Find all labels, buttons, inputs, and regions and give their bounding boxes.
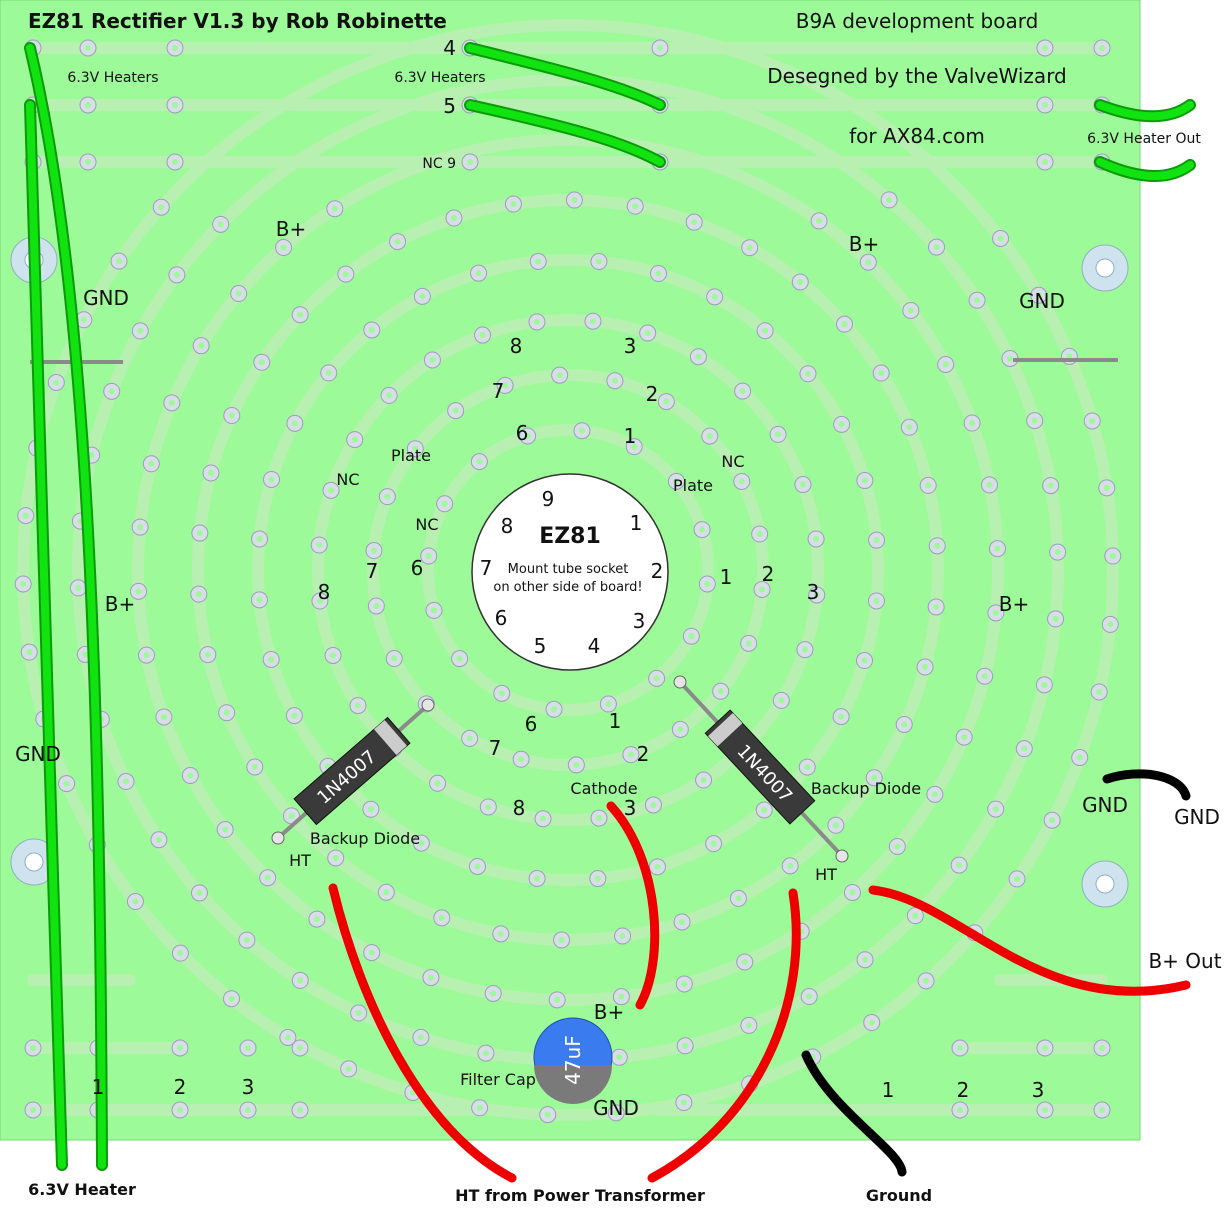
cathode-label: Cathode bbox=[570, 779, 637, 798]
row-pin-5: 5 bbox=[443, 94, 456, 118]
pin-b3: 3 bbox=[624, 796, 637, 820]
cap-value: 47uF bbox=[561, 1035, 585, 1085]
bplus-left: B+ bbox=[105, 592, 135, 616]
ht-wire-left bbox=[328, 883, 517, 1183]
pin-b8: 8 bbox=[513, 796, 526, 820]
pin-l7: 7 bbox=[492, 379, 505, 403]
header-line-2: Desegned by the ValveWizard bbox=[767, 64, 1067, 88]
ground-wire bbox=[801, 1050, 907, 1177]
tube-pin-3: 3 bbox=[633, 609, 646, 633]
heater-out-label: 6.3V Heater Out bbox=[1087, 131, 1201, 147]
nc-left-1: NC bbox=[336, 470, 359, 489]
solder-pads bbox=[14, 39, 1122, 1124]
nc-right: NC bbox=[721, 452, 744, 471]
header-line-3: for AX84.com bbox=[849, 124, 985, 148]
caption-ht: HT from Power Transformer bbox=[455, 1186, 705, 1205]
tube-pin-2: 2 bbox=[651, 559, 664, 583]
pin-b1: 1 bbox=[609, 709, 622, 733]
tube-note-1: Mount tube socket bbox=[508, 562, 629, 577]
gnd-cap: GND bbox=[593, 1096, 639, 1120]
wires bbox=[24, 42, 1196, 1183]
tube-name: EZ81 bbox=[539, 524, 601, 549]
pin-mr1: 1 bbox=[720, 565, 733, 589]
ht-left: HT bbox=[289, 851, 311, 870]
ht-wire-right bbox=[647, 888, 801, 1183]
pin-b2: 2 bbox=[637, 742, 650, 766]
pin-bl2: 2 bbox=[174, 1075, 187, 1099]
pin-br1: 1 bbox=[882, 1078, 895, 1102]
pin-bl3: 3 bbox=[242, 1075, 255, 1099]
pin-l6: 6 bbox=[516, 421, 529, 445]
tube-note-2: on other side of board! bbox=[493, 580, 642, 595]
pin-ml7: 7 bbox=[366, 559, 379, 583]
pin-mr2: 2 bbox=[762, 562, 775, 586]
backup-diode-left: Backup Diode bbox=[310, 829, 420, 848]
gnd-right: GND bbox=[1019, 289, 1065, 313]
bplus-out-label: B+ Out bbox=[1148, 949, 1221, 973]
pin-r1: 1 bbox=[624, 424, 637, 448]
tube-pin-9: 9 bbox=[542, 487, 555, 511]
heaters-mid-label: 6.3V Heaters bbox=[394, 70, 485, 86]
row-pin-4: 4 bbox=[443, 36, 456, 60]
bplus-top-right: B+ bbox=[849, 232, 879, 256]
bplus-top-left: B+ bbox=[276, 217, 306, 241]
filter-cap-label: Filter Cap bbox=[460, 1070, 536, 1089]
gnd-left: GND bbox=[83, 286, 129, 310]
pin-br3: 3 bbox=[1032, 1078, 1045, 1102]
bplus-out-wire bbox=[868, 885, 1191, 996]
tube-pin-7: 7 bbox=[480, 556, 493, 580]
caption-ground: Ground bbox=[866, 1186, 932, 1205]
tube-pin-4: 4 bbox=[588, 634, 601, 658]
plate-right: Plate bbox=[673, 476, 713, 495]
tube-pin-6: 6 bbox=[495, 606, 508, 630]
row-nc-9: NC 9 bbox=[422, 156, 456, 172]
cathode-wire bbox=[606, 801, 660, 1010]
pin-br2: 2 bbox=[957, 1078, 970, 1102]
gnd-bottom-right: GND bbox=[1082, 793, 1128, 817]
pin-l8: 8 bbox=[510, 334, 523, 358]
pin-ml6: 6 bbox=[411, 556, 424, 580]
pin-b7: 7 bbox=[489, 736, 502, 760]
board-title: EZ81 Rectifier V1.3 by Rob Robinette bbox=[28, 9, 447, 33]
nc-left-2: NC bbox=[415, 515, 438, 534]
pin-b6: 6 bbox=[525, 712, 538, 736]
backup-diode-right: Backup Diode bbox=[811, 779, 921, 798]
filter-capacitor: 47uF bbox=[533, 1017, 613, 1104]
caption-heater: 6.3V Heater bbox=[28, 1180, 136, 1199]
tube-pin-5: 5 bbox=[534, 634, 547, 658]
pin-r3: 3 bbox=[624, 334, 637, 358]
pin-bl1: 1 bbox=[92, 1075, 105, 1099]
pin-r2: 2 bbox=[646, 382, 659, 406]
gnd-bottom-left: GND bbox=[15, 742, 61, 766]
heaters-left-label: 6.3V Heaters bbox=[67, 70, 158, 86]
bplus-cap: B+ bbox=[594, 1000, 624, 1024]
bplus-right: B+ bbox=[999, 592, 1029, 616]
annotations: B+ B+ B+ B+ B+ GND GND GND GND GND GND P… bbox=[15, 217, 1222, 1120]
tube-pin-8: 8 bbox=[501, 514, 514, 538]
gnd-out-wire bbox=[1102, 769, 1191, 801]
ht-right: HT bbox=[815, 865, 837, 884]
plate-left: Plate bbox=[391, 446, 431, 465]
gnd-out: GND bbox=[1174, 805, 1220, 829]
pin-ml8: 8 bbox=[318, 580, 331, 604]
tube-pin-1: 1 bbox=[630, 511, 643, 535]
tube-socket: EZ81 Mount tube socket on other side of … bbox=[471, 473, 669, 671]
pin-mr3: 3 bbox=[807, 580, 820, 604]
header-line-1: B9A development board bbox=[796, 9, 1039, 33]
